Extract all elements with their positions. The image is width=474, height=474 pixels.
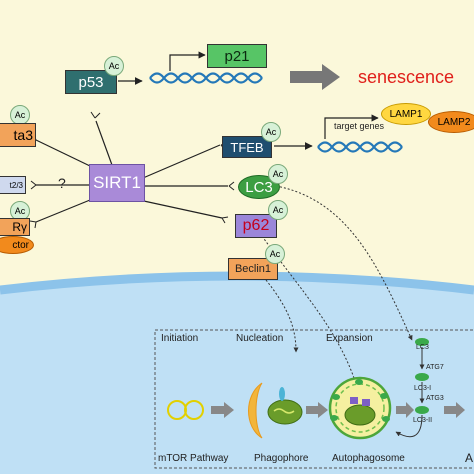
lamp2-badge: LAMP2 (428, 111, 474, 133)
target-genes-dna-helix (317, 141, 403, 153)
left-acetyl-badge-1: Ac (10, 105, 30, 125)
senescence-arrow (290, 64, 340, 90)
atg7-label: ATG7 (426, 364, 444, 371)
senescence-label: senescence (358, 67, 455, 87)
lc3-dashed-arrow (275, 185, 413, 341)
beclin1-box: Beclin1 (228, 258, 278, 280)
phagophore-membrane (248, 382, 263, 439)
left-ctor-oval: ctor (0, 236, 34, 254)
p62-dashed-arrow (261, 235, 360, 391)
autophagosome-label: Autophagosome (332, 453, 405, 464)
autophagosome-arrow (396, 402, 414, 418)
p21-dna-helix (149, 72, 263, 84)
nucleation-label: Nucleation (236, 333, 284, 344)
target-genes-label: target genes (334, 121, 385, 131)
lc3-ii-label: LC3-II (413, 417, 433, 424)
left-ata3-box: ta3 (0, 123, 36, 147)
beclin1-acetyl-badge: Ac (265, 244, 285, 264)
initiation-vesicle-1 (167, 400, 187, 420)
tfeb-box: TFEB (222, 136, 272, 158)
initiation-arrow (211, 402, 234, 418)
atg3-label: ATG3 (426, 395, 444, 402)
p53-acetyl-badge: Ac (104, 56, 124, 76)
phagophore-label: Phagophore (254, 453, 309, 464)
p62-acetyl-badge: Ac (268, 200, 288, 220)
inset-right-letter: A (465, 451, 474, 465)
lc3-chain-exit-arrow (444, 402, 465, 418)
left-ry-box: Rγ (0, 218, 30, 236)
p21-box: p21 (207, 44, 267, 68)
question-mark: ? (58, 175, 66, 191)
mtor-pathway-label: mTOR Pathway (158, 453, 229, 464)
autophagy-inset-box (154, 329, 474, 469)
initiation-label: Initiation (161, 333, 199, 344)
left-small-box: t2/3 (0, 176, 26, 194)
lc3-chain-node-2 (415, 373, 429, 381)
lc3-i-label: LC3-I (414, 385, 432, 392)
p62-box: p62 (235, 214, 277, 238)
sirt1-box: SIRT1 (89, 164, 145, 202)
phagophore-arrow (306, 402, 328, 418)
target-genes-arrow (324, 114, 379, 139)
expansion-label: Expansion (326, 333, 373, 344)
initiation-vesicle-2 (184, 400, 204, 420)
autophagosome-cargo (344, 404, 376, 426)
beclin1-dashed-arrow (265, 279, 299, 353)
sirt1-deacetylation-lines (35, 120, 228, 223)
p21-transcription-arrow (169, 51, 206, 71)
lc3-acetyl-badge: Ac (268, 164, 288, 184)
lc3-top-label: LC3 (416, 344, 429, 351)
phagophore-lc3 (279, 387, 285, 401)
lamp1-badge: LAMP1 (381, 103, 431, 125)
lc3-chain-node-3 (415, 406, 429, 414)
lc3-chain-node-1 (415, 338, 429, 346)
tfeb-acetyl-badge: Ac (261, 122, 281, 142)
